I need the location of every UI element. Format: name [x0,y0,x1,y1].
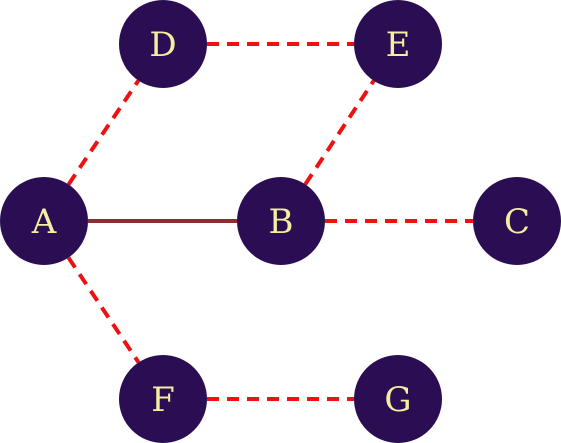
edge-a-f [66,256,141,364]
node-circle [119,355,207,443]
edges [66,42,473,401]
node-label: A [31,202,57,242]
node-label: B [269,202,294,242]
node-circle [473,177,561,265]
node-circle [119,0,207,88]
node-g: G [354,355,442,443]
node-b: B [237,177,325,265]
node-circle [354,355,442,443]
edge-b-e [303,79,376,186]
edge-a-d [66,79,141,186]
node-circle [237,177,325,265]
node-label: D [149,25,176,65]
node-a: A [0,177,88,265]
node-label: F [151,380,175,420]
node-label: E [386,25,411,65]
node-d: D [119,0,207,88]
node-c: C [473,177,561,265]
node-circle [0,177,88,265]
node-f: F [119,355,207,443]
node-circle [354,0,442,88]
node-e: E [354,0,442,88]
node-label: G [384,380,411,420]
node-label: C [504,202,530,242]
